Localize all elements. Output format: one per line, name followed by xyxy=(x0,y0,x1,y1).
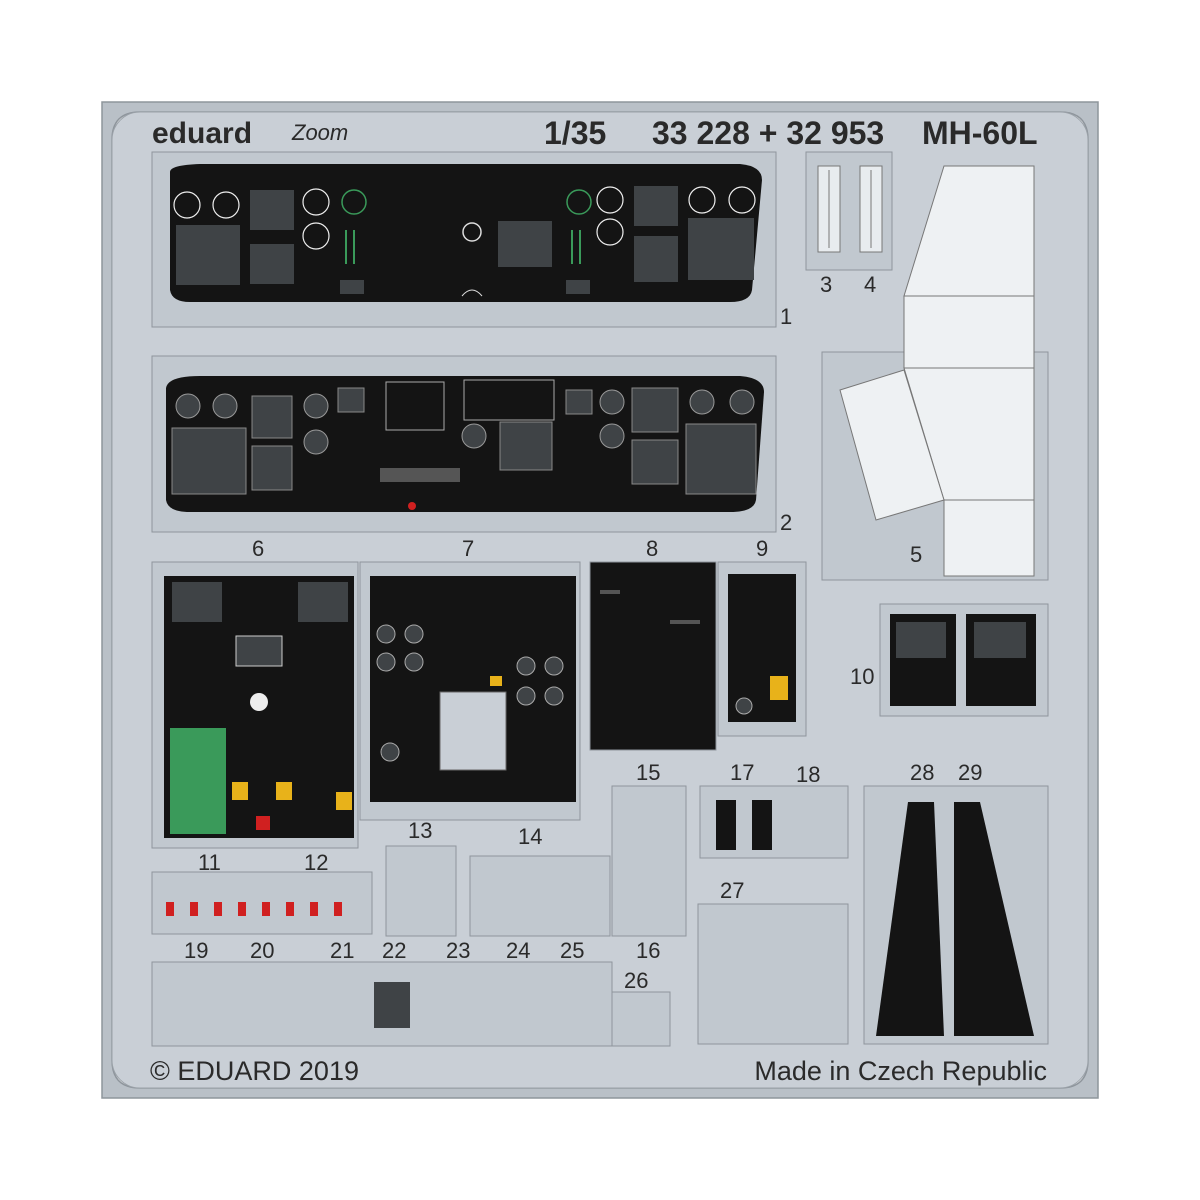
part-10-keypads xyxy=(879,603,1049,717)
part-number: 27 xyxy=(720,878,744,903)
part-13 xyxy=(385,845,457,937)
part-number: 5 xyxy=(910,542,922,567)
part-number: 29 xyxy=(958,760,982,785)
part-number: 13 xyxy=(408,818,432,843)
part-number: 24 xyxy=(506,938,530,963)
part-number: 18 xyxy=(796,762,820,787)
part-number: 14 xyxy=(518,824,542,849)
kit-numbers: 33 228 + 32 953 xyxy=(652,115,884,151)
part-27 xyxy=(697,903,849,1045)
part-number: 2 xyxy=(780,510,792,535)
part-number: 17 xyxy=(730,760,754,785)
parts-17-18 xyxy=(699,785,849,859)
part-2-instrument-panel xyxy=(151,355,777,533)
parts-3-4 xyxy=(805,151,893,271)
parts-11-12-switches xyxy=(151,871,373,935)
parts-28-29-consoles xyxy=(863,785,1049,1045)
part-number: 8 xyxy=(646,536,658,561)
part-number: 25 xyxy=(560,938,584,963)
part-9-panel xyxy=(717,561,807,737)
part-number: 15 xyxy=(636,760,660,785)
part-number: 1 xyxy=(780,304,792,329)
part-number: 16 xyxy=(636,938,660,963)
part-number: 6 xyxy=(252,536,264,561)
part-number: 3 xyxy=(820,272,832,297)
part-number: 10 xyxy=(850,664,874,689)
part-number: 7 xyxy=(462,536,474,561)
part-number: 26 xyxy=(624,968,648,993)
part-number: 20 xyxy=(250,938,274,963)
part-number: 28 xyxy=(910,760,934,785)
part-number: 11 xyxy=(198,850,221,875)
part-number: 21 xyxy=(330,938,354,963)
part-7-console xyxy=(359,561,581,821)
part-5 xyxy=(821,165,1049,581)
brand-logo: eduard xyxy=(152,117,252,150)
part-15-16 xyxy=(611,785,687,937)
part-number: 19 xyxy=(184,938,208,963)
part-number: 23 xyxy=(446,938,470,963)
made-in-label: Made in Czech Republic xyxy=(754,1056,1047,1086)
part-8-panel xyxy=(589,561,717,751)
part-number: 22 xyxy=(382,938,406,963)
part-number: 12 xyxy=(304,850,328,875)
part-number: 9 xyxy=(756,536,768,561)
part-6-console xyxy=(151,561,359,849)
part-1-instrument-panel xyxy=(151,151,777,328)
copyright-label: © EDUARD 2019 xyxy=(150,1056,359,1086)
part-number-labels: 1 2 3 4 5 6 7 8 9 10 11 12 13 14 15 16 1… xyxy=(184,272,982,993)
scale-label: 1/35 xyxy=(544,115,606,151)
brand-sub-logo: Zoom xyxy=(291,120,348,145)
parts-19-26 xyxy=(151,961,671,1047)
part-14 xyxy=(469,855,611,937)
part-number: 4 xyxy=(864,272,876,297)
model-name: MH-60L xyxy=(922,115,1038,151)
